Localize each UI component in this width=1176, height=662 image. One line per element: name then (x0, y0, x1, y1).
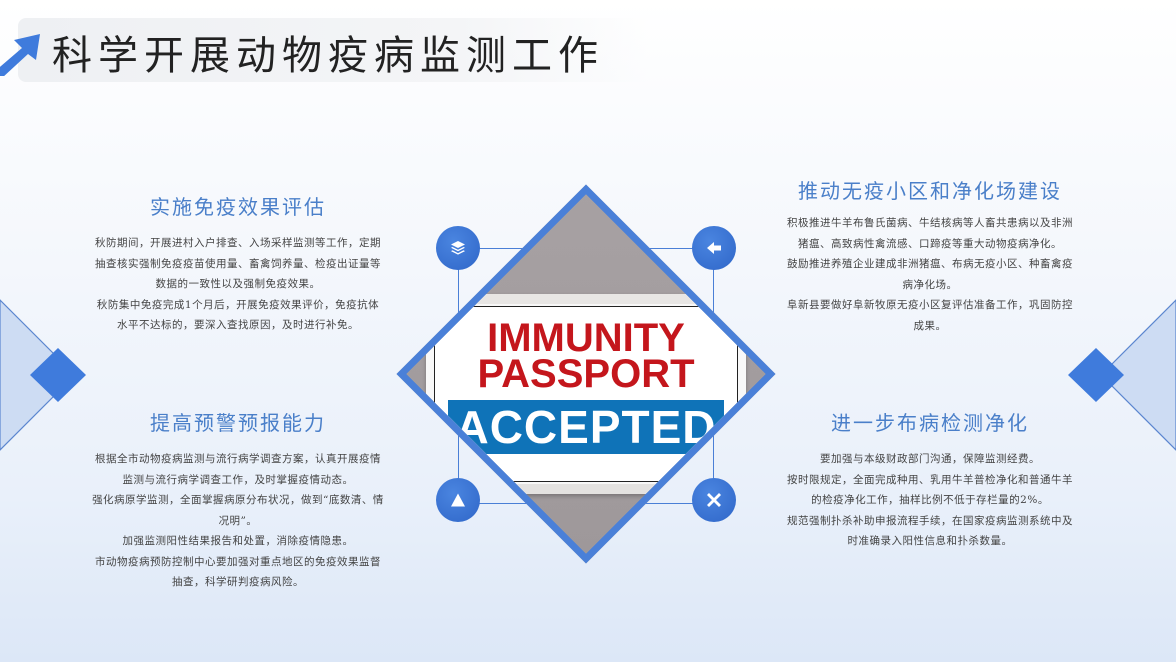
section-paragraph: 秋防集中免疫完成1个月后，开展免疫效果评价，免疫抗体水平不达标的，要深入查找原因… (96, 298, 380, 332)
title-bar (18, 18, 648, 82)
section-paragraph: 加强监测阳性结果报告和处置，消除疫情隐患。 (122, 535, 354, 547)
close-x-icon (707, 493, 721, 507)
card-line-2: PASSPORT (477, 352, 695, 396)
section-paragraph: 规范强制扑杀补助申报流程手续，在国家疫病监测系统中及时准确录入阳性信息和扑杀数量… (787, 514, 1073, 548)
section-paragraph: 鼓励推进养殖企业建成非洲猪瘟、布病无疫小区、种畜禽疫病净化场。 (787, 258, 1073, 291)
section-paragraph: 秋防期间，开展进村入户排查、入场采样监测等工作，定期抽查核实强制免疫疫苗使用量、… (95, 237, 381, 290)
accepted-banner: ACCEPTED (448, 400, 724, 454)
layers-icon (451, 241, 465, 255)
arrow-left-icon (707, 242, 721, 254)
section-paragraph: 积极推进牛羊布鲁氏菌病、牛结核病等人畜共患病以及非洲猪瘟、高致病性禽流感、口蹄疫… (787, 217, 1073, 250)
section-heading: 实施免疫效果评估 (150, 195, 326, 219)
section-early-warning: 提高预警预报能力 根据全市动物疫病监测与流行病学调查方案，认真开展疫情监测与流行… (92, 408, 384, 593)
page-title: 科学开展动物疫病监测工作 (52, 33, 604, 79)
section-paragraph: 根据全市动物疫病监测与流行病学调查方案，认真开展疫情监测与流行病学调查工作，及时… (95, 453, 381, 486)
layers-button[interactable] (436, 226, 480, 270)
section-heading: 进一步布病检测净化 (831, 411, 1029, 435)
triangle-icon (451, 493, 465, 507)
arrow-icon (0, 34, 40, 76)
triangle-button[interactable] (436, 478, 480, 522)
section-paragraph: 市动物疫病预防控制中心要加强对重点地区的免疫效果监督抽查，科学研判疫病风险。 (95, 555, 381, 589)
section-paragraph: 要加强与本级财政部门沟通，保障监测经费。 (820, 453, 1040, 465)
section-brucellosis-testing: 进一步布病检测净化 要加强与本级财政部门沟通，保障监测经费。 按时限规定，全面完… (784, 408, 1076, 552)
section-heading: 推动无疫小区和净化场建设 (798, 179, 1062, 203)
center-graphic: IMMUNITY PASSPORT ACCEPTED (396, 184, 776, 564)
section-heading: 提高预警预报能力 (150, 411, 326, 435)
section-immunization-evaluation: 实施免疫效果评估 秋防期间，开展进村入户排查、入场采样监测等工作，定期抽查核实强… (92, 192, 384, 336)
section-disease-free-zones: 推动无疫小区和净化场建设 积极推进牛羊布鲁氏菌病、牛结核病等人畜共患病以及非洲猪… (784, 176, 1076, 336)
back-arrow-button[interactable] (692, 226, 736, 270)
close-button[interactable] (692, 478, 736, 522)
section-paragraph: 按时限规定，全面完成种用、乳用牛羊普检净化和普通牛羊的检疫净化工作，抽样比例不低… (787, 473, 1073, 507)
section-paragraph: 强化病原学监测，全面掌握病原分布状况，做到“底数清、情况明”。 (92, 494, 384, 527)
section-paragraph: 阜新县要做好阜新牧原无疫小区复评估准备工作，巩固防控成果。 (787, 299, 1073, 332)
left-diamond-decoration (0, 299, 86, 451)
right-diamond-decoration (1068, 299, 1176, 451)
